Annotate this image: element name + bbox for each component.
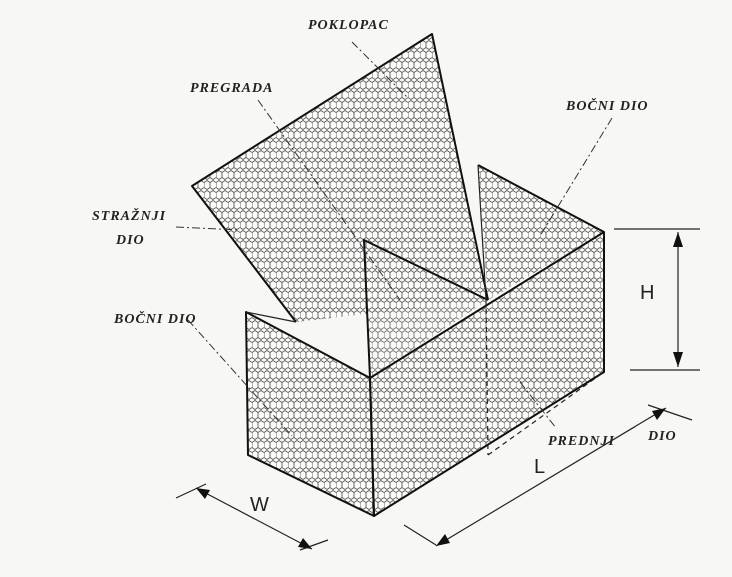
top-fold-edge: [245, 311, 297, 323]
leader-prednji: [519, 381, 557, 429]
front-outline: [369, 231, 605, 517]
label-bocni-dio-left: BOČNI DIO: [113, 310, 197, 327]
w-arrow-left: [196, 488, 210, 499]
left-side-panel: [246, 312, 374, 516]
w-arrow-right: [298, 538, 312, 549]
dim-label-length: L: [534, 456, 545, 478]
leader-poklopac: [351, 41, 409, 99]
back-side-panel: [478, 165, 604, 300]
mesh-faces: [192, 34, 604, 516]
w-ext-right: [299, 539, 329, 551]
lid-outline: [191, 33, 489, 323]
label-bocni-dio-right: BOČNI DIO: [565, 97, 649, 114]
l-ext-right: [647, 404, 693, 421]
label-leaders: [175, 41, 613, 437]
back-side-outline: [477, 164, 605, 233]
dim-label-width: W: [250, 494, 269, 516]
label-poklopac: POKLOPAC: [308, 18, 389, 33]
back-corner-edge: [477, 164, 487, 301]
w-dim-line: [195, 487, 313, 550]
h-arrow-top: [673, 232, 683, 247]
leader-bocni-left: [187, 319, 293, 437]
leader-pregrada: [257, 99, 401, 301]
w-ext-left: [175, 483, 207, 499]
label-pregrada: PREGRADA: [190, 81, 273, 96]
dimension-lines: [175, 228, 700, 551]
label-strazni-dio: DIO: [115, 233, 145, 248]
label-prednji: PREDNJI: [548, 434, 615, 449]
dimension-labels: H L W: [250, 282, 654, 516]
l-arrow-right: [652, 408, 666, 420]
hidden-vertical-edge: [485, 299, 489, 456]
dim-label-height: H: [640, 282, 654, 304]
part-labels: POKLOPAC PREGRADA BOČNI DIO STRAŽNJI DIO…: [92, 18, 677, 449]
l-dim-line: [435, 407, 667, 547]
label-strazni: STRAŽNJI: [92, 207, 166, 224]
leader-strazni: [175, 226, 241, 231]
hidden-bottom-edge: [487, 371, 605, 456]
l-arrow-left: [436, 534, 450, 546]
lid-panel: [192, 34, 488, 322]
h-arrow-bottom: [673, 352, 683, 367]
partition-panel: [364, 240, 488, 378]
box-edges: [191, 33, 605, 517]
leader-bocni-right: [539, 117, 613, 237]
label-prednji-dio: DIO: [647, 429, 677, 444]
l-ext-left: [403, 524, 437, 546]
partition-outline: [363, 239, 489, 379]
